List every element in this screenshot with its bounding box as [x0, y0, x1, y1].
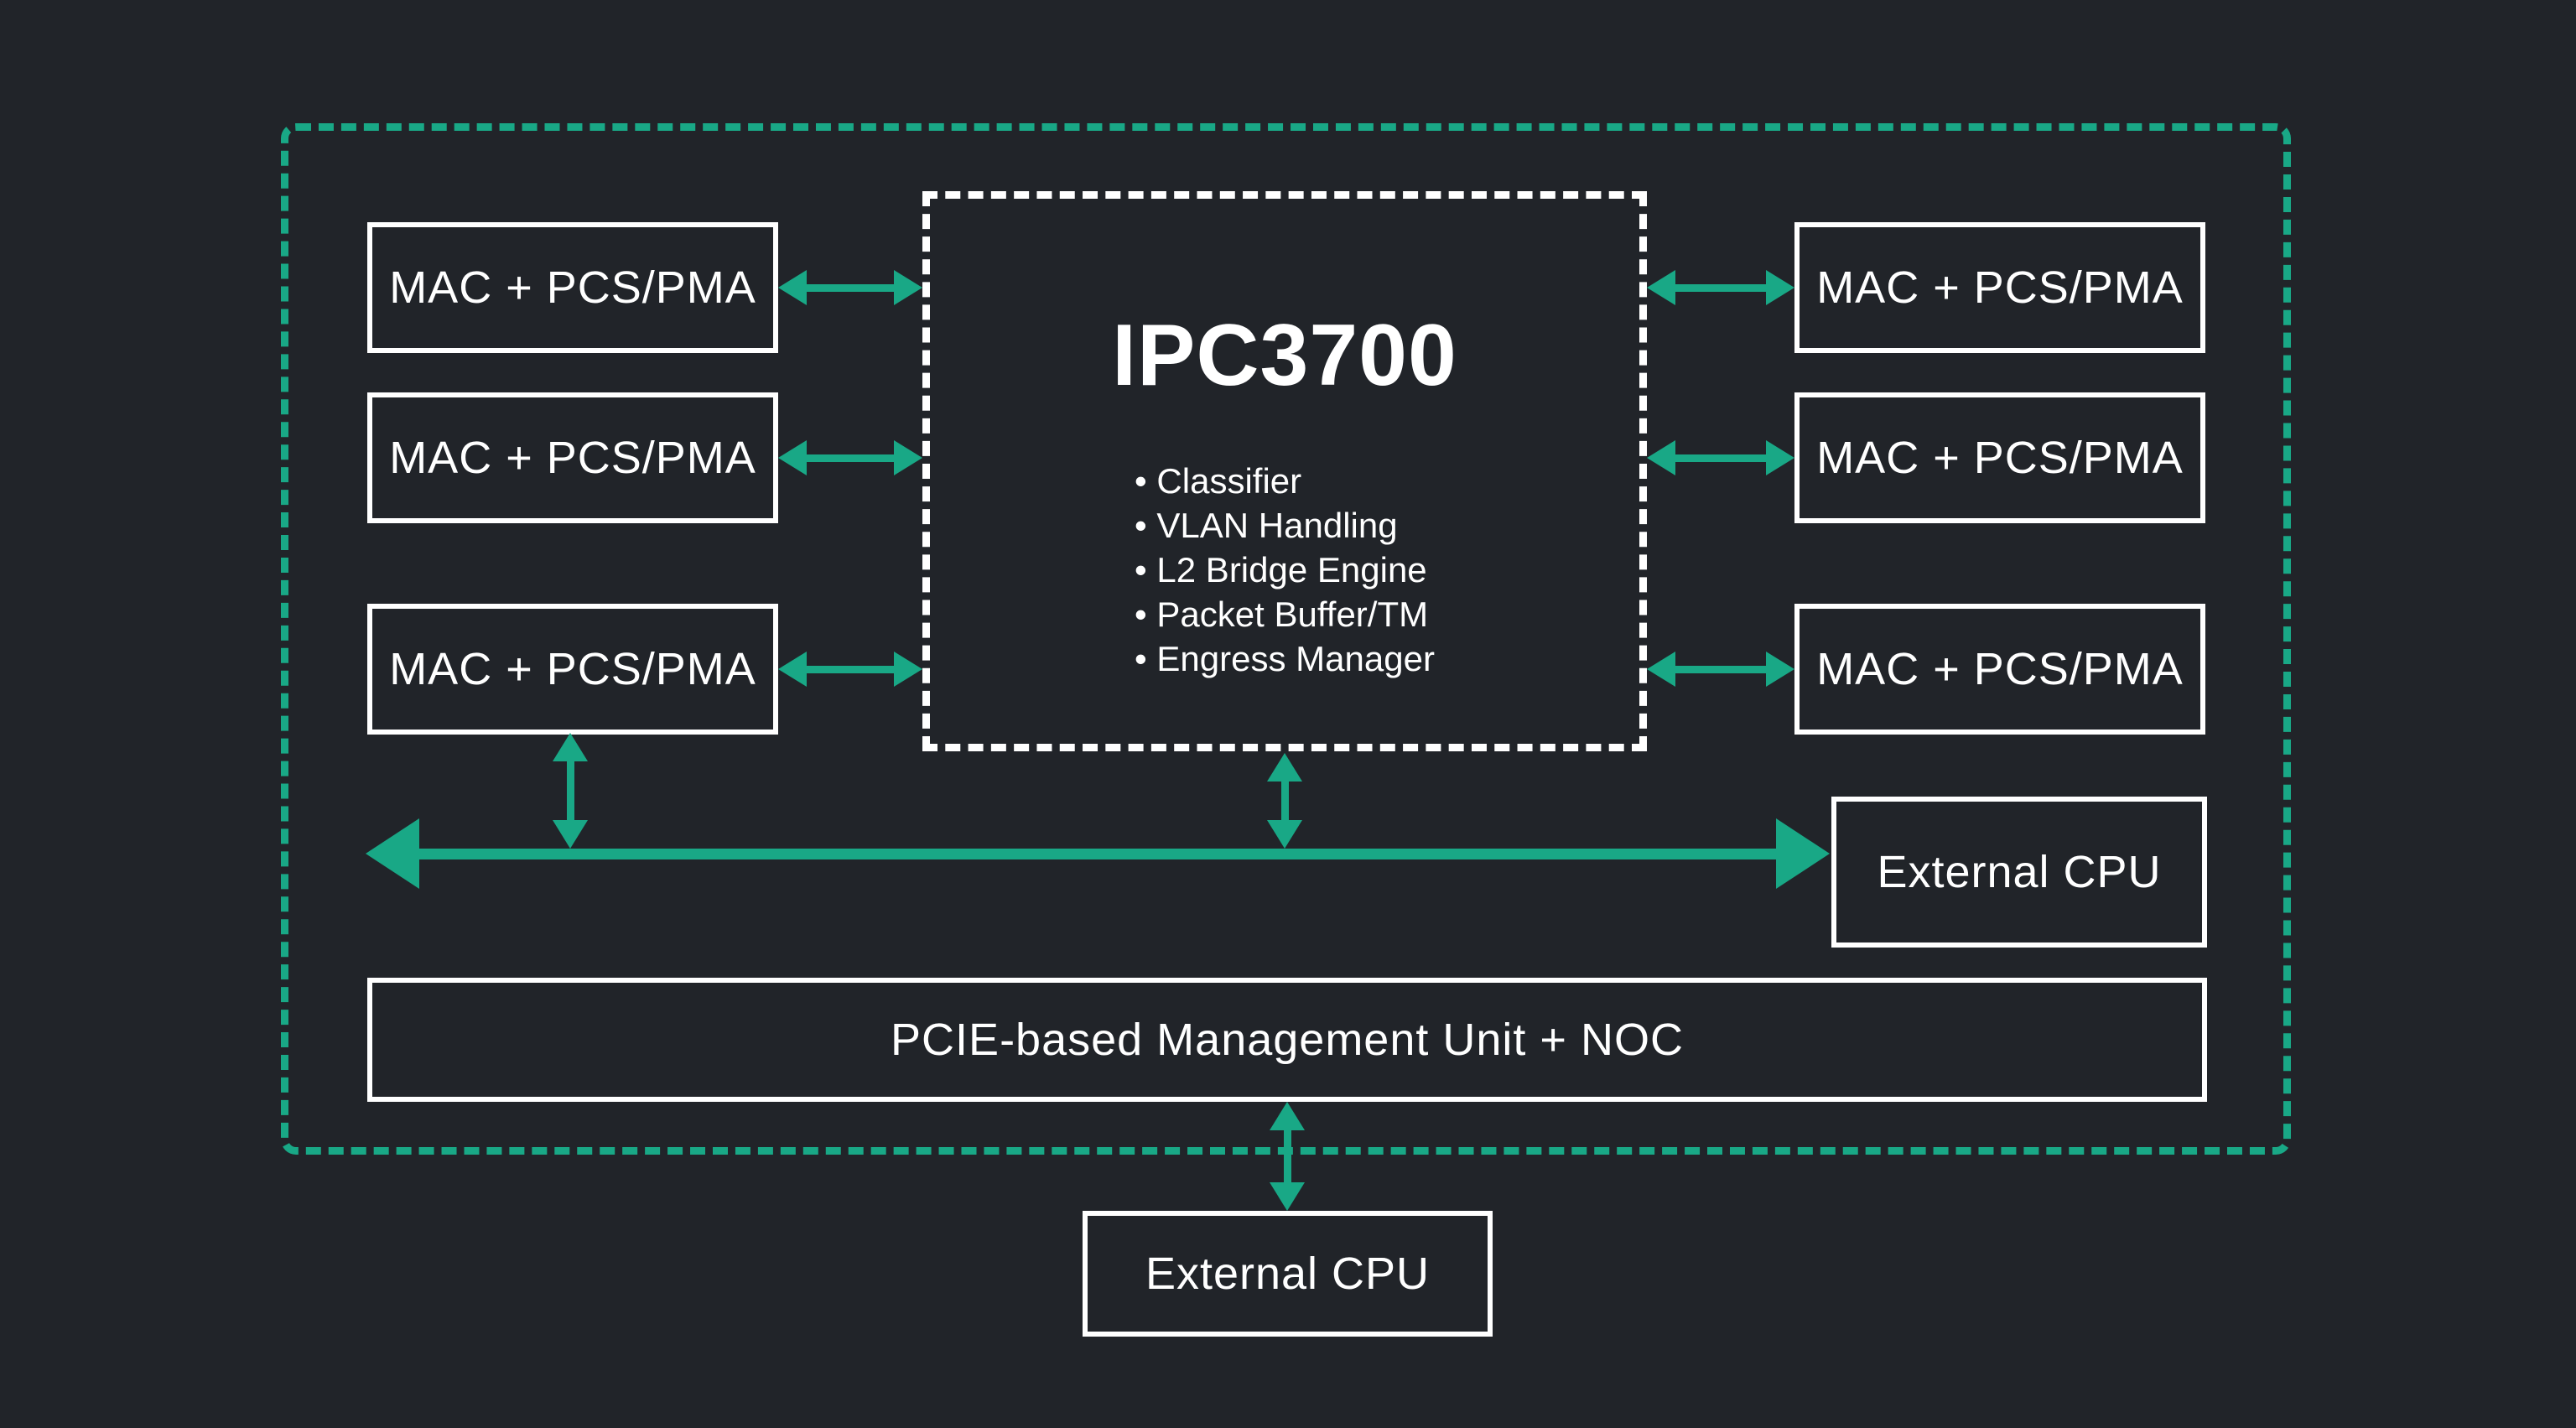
external-cpu-box-right: External CPU — [1831, 797, 2207, 948]
chip-feature-list: Classifier VLAN Handling L2 Bridge Engin… — [1135, 459, 1435, 681]
mac-pcs-pma-box-right-3: MAC + PCS/PMA — [1794, 604, 2205, 735]
mac-pcs-pma-label: MAC + PCS/PMA — [389, 433, 756, 483]
external-cpu-box-bottom: External CPU — [1083, 1211, 1493, 1337]
chip-feature-item: Classifier — [1135, 459, 1435, 503]
pcie-external-cpu-arrow — [1270, 1102, 1305, 1211]
cpu-bus-arrow — [366, 818, 1830, 889]
mac-pcs-pma-box-right-2: MAC + PCS/PMA — [1794, 392, 2205, 523]
mac-pcs-pma-label: MAC + PCS/PMA — [389, 262, 756, 313]
external-cpu-label: External CPU — [1145, 1249, 1431, 1299]
mac-pcs-pma-label: MAC + PCS/PMA — [1816, 433, 2184, 483]
mac-pcs-pma-box-left-1: MAC + PCS/PMA — [367, 222, 778, 353]
pcie-management-label: PCIE-based Management Unit + NOC — [891, 1015, 1684, 1065]
mac-pcs-pma-box-left-3: MAC + PCS/PMA — [367, 604, 778, 735]
chip-feature-item: Engress Manager — [1135, 636, 1435, 681]
chip-feature-item: Packet Buffer/TM — [1135, 592, 1435, 636]
bidi-arrow-right-2 — [1647, 440, 1794, 475]
external-cpu-label: External CPU — [1877, 847, 2162, 897]
chip-feature-item: VLAN Handling — [1135, 503, 1435, 548]
bidi-arrow-left-2 — [778, 440, 922, 475]
chip-feature-item: L2 Bridge Engine — [1135, 548, 1435, 592]
bidi-arrow-right-1 — [1647, 270, 1794, 305]
bidi-arrow-left-3 — [778, 652, 922, 687]
mac-pcs-pma-box-right-1: MAC + PCS/PMA — [1794, 222, 2205, 353]
mac-pcs-pma-label: MAC + PCS/PMA — [1816, 644, 2184, 694]
bidi-arrow-left-1 — [778, 270, 922, 305]
mac-pcs-pma-label: MAC + PCS/PMA — [389, 644, 756, 694]
pcie-management-box: PCIE-based Management Unit + NOC — [367, 978, 2207, 1102]
ipc3700-chip-box: IPC3700 Classifier VLAN Handling L2 Brid… — [922, 191, 1647, 751]
chip-title: IPC3700 — [1112, 307, 1457, 404]
mac-pcs-pma-label: MAC + PCS/PMA — [1816, 262, 2184, 313]
bidi-arrow-right-3 — [1647, 652, 1794, 687]
mac-pcs-pma-box-left-2: MAC + PCS/PMA — [367, 392, 778, 523]
